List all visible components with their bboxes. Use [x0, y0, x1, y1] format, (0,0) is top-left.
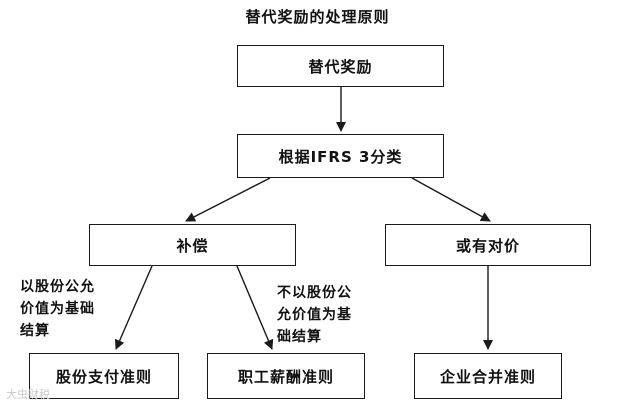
node-root-label: 替代奖励 — [308, 57, 373, 76]
node-compensation: 补偿 — [89, 224, 296, 266]
node-classify-label: 根据IFRS 3分类 — [278, 147, 403, 166]
arrow-classify-to-consideration — [411, 177, 491, 222]
edge-label-share-based: 以股份公允 价值为基础 结算 — [20, 276, 95, 342]
edge-label-share-based-line-1: 以股份公允 — [20, 279, 95, 295]
node-compensation-label: 补偿 — [176, 236, 209, 255]
node-employee-pay: 职工薪酬准则 — [207, 353, 365, 399]
node-share-payment: 股份支付准则 — [29, 353, 179, 399]
edge-label-non-share-based-line-3: 础结算 — [277, 329, 322, 345]
edge-label-non-share-based-line-2: 允价值为基 — [277, 307, 352, 323]
node-share-payment-label: 股份支付准则 — [55, 367, 152, 386]
arrow-compensation-to-employee-pay — [236, 265, 274, 350]
node-root: 替代奖励 — [237, 45, 444, 87]
edge-label-non-share-based-line-1: 不以股份公 — [277, 285, 352, 301]
node-consideration: 或有对价 — [385, 224, 591, 266]
node-business-combination-label: 企业合并准则 — [439, 367, 536, 386]
arrow-classify-to-compensation — [185, 177, 271, 222]
diagram-title: 替代奖励的处理原则 — [245, 8, 390, 26]
watermark: 大虫财税 — [6, 388, 50, 401]
node-consideration-label: 或有对价 — [455, 236, 520, 255]
edge-label-share-based-line-2: 价值为基础 — [20, 301, 95, 317]
edge-label-share-based-line-3: 结算 — [20, 323, 50, 339]
node-business-combination: 企业合并准则 — [414, 353, 562, 399]
node-classify: 根据IFRS 3分类 — [237, 134, 444, 178]
node-employee-pay-label: 职工薪酬准则 — [237, 367, 334, 386]
arrow-compensation-to-share-payment — [114, 265, 153, 350]
edge-label-non-share-based: 不以股份公 允价值为基 础结算 — [277, 282, 352, 348]
